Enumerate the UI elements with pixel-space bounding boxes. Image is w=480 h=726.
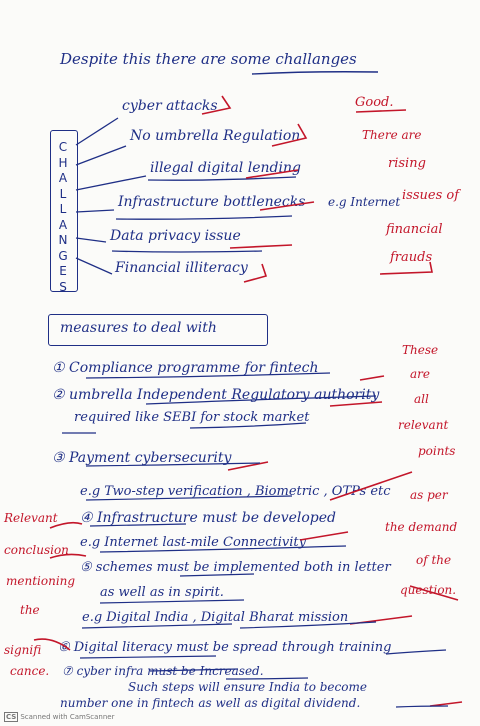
annotation-right: rising	[388, 156, 426, 171]
measure-line: ③ Payment cybersecurity	[52, 450, 232, 466]
measure-line: e.g Digital India , Digital Bharat missi…	[82, 610, 349, 625]
challenge-item: No umbrella Regulation	[130, 128, 301, 144]
challenge-item: illegal digital lending	[150, 160, 301, 176]
measure-line: ① Compliance programme for fintech	[52, 360, 319, 376]
measures-heading: measures to deal with	[60, 320, 217, 336]
measure-line: ④ Infrastructure must be developed	[80, 510, 337, 526]
annotation-left: the	[20, 603, 40, 617]
annotation-right: as per	[410, 488, 448, 502]
annotation-left: mentioning	[6, 574, 76, 588]
conclusion-line: Such steps will ensure India to become	[128, 680, 367, 694]
challenge-item: Financial illiteracy	[115, 260, 248, 276]
annotation-right: frauds	[390, 250, 433, 265]
annotation-right: financial	[386, 222, 443, 237]
annotation-left: conclusion	[4, 543, 69, 557]
conclusion-line: number one in fintech as well as digital…	[60, 696, 361, 710]
challenge-example: e.g Internet	[328, 195, 401, 209]
measure-line: e.g Internet last-mile Connectivity	[80, 535, 306, 550]
challenges-vertical-label: C H A L L A N G E S	[58, 140, 68, 294]
header-text: Despite this there are some challanges	[60, 50, 357, 68]
challenge-item: Infrastructure bottlenecks	[118, 194, 306, 210]
measure-line: as well as in spirit.	[100, 585, 224, 600]
annotation-right: relevant	[398, 418, 449, 432]
annotation-right: These	[402, 343, 439, 357]
challenge-item: cyber attacks	[122, 98, 218, 114]
challenge-item: Data privacy issue	[110, 228, 241, 244]
annotation-left: cance.	[10, 664, 50, 678]
measure-line: ⑤ schemes must be implemented both in le…	[80, 560, 391, 575]
annotation-right: all	[414, 392, 429, 406]
measure-line: required like SEBI for stock market	[74, 410, 310, 425]
annotation-left: signifi	[4, 643, 42, 657]
annotation-left: Relevant	[4, 511, 58, 525]
annotation-right: points	[418, 444, 456, 458]
measures-heading-box	[48, 314, 268, 346]
annotation-right: issues of	[402, 188, 460, 203]
annotation-right: are	[410, 367, 430, 381]
annotation-right: the demand	[385, 520, 458, 534]
measure-line: ⑥ Digital literacy must be spread throug…	[58, 640, 392, 655]
challenges-box	[50, 130, 78, 292]
annotation-right: of the	[416, 553, 452, 567]
annotation-right: There are	[362, 128, 422, 142]
annotation-good: Good.	[355, 95, 394, 110]
measure-line: e.g Two-step verification , Biometric , …	[80, 484, 391, 499]
